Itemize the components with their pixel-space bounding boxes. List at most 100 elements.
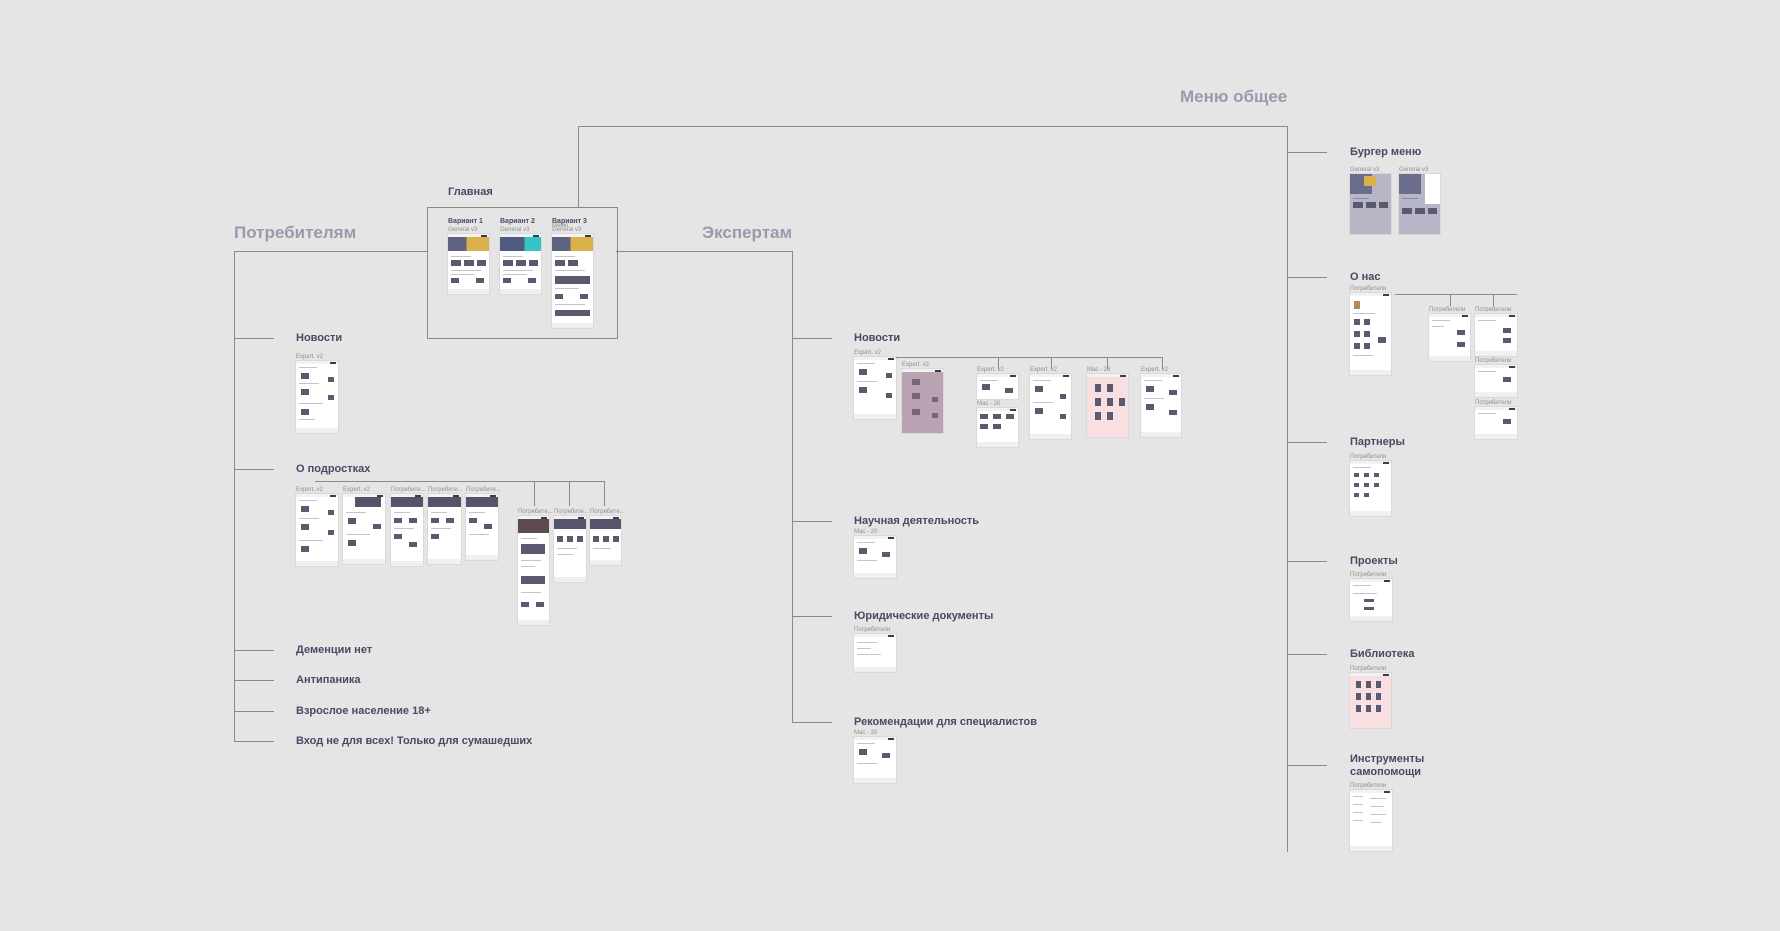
menu-partners-thumbnail[interactable] xyxy=(1350,461,1391,516)
connector xyxy=(234,469,274,470)
connector xyxy=(234,650,274,651)
experts-news-tag-6: Expert. v2 xyxy=(1141,367,1169,373)
teens-sub-tag-2: Потребите... xyxy=(554,509,589,515)
connector xyxy=(792,616,832,617)
connector xyxy=(234,251,235,742)
connector xyxy=(234,741,274,742)
section-title-consumers: Потребителям xyxy=(234,223,357,242)
teens-sub-tag-1: Потребите... xyxy=(518,509,553,515)
connector xyxy=(792,338,832,339)
menu-library-thumbnail[interactable] xyxy=(1350,673,1391,728)
menu-about-sub-tag-4: Потребители xyxy=(1475,400,1512,406)
connector xyxy=(1287,152,1327,153)
experts-news-thumbnail-2[interactable] xyxy=(902,369,943,433)
home-variant-1: Вариант 1 xyxy=(448,218,483,225)
menu-projects-tag: Потребители xyxy=(1350,572,1387,578)
connector xyxy=(792,722,832,723)
experts-legal[interactable]: Юридические документы xyxy=(854,610,994,622)
menu-about[interactable]: О нас xyxy=(1350,271,1381,283)
experts-news-sub-tag: Mac - 20 xyxy=(977,401,1001,407)
menu-burger-thumbnail-1[interactable] xyxy=(1350,174,1391,234)
connector xyxy=(792,521,832,522)
menu-burger-tag-2: General v3 xyxy=(1399,167,1429,173)
teens-sub-tag-3: Потребите... xyxy=(590,509,625,515)
connector xyxy=(1287,277,1327,278)
menu-tools-tag: Потребители xyxy=(1350,783,1387,789)
experts-news-thumbnail-4[interactable] xyxy=(977,408,1018,447)
menu-library-tag: Потребители xyxy=(1350,666,1387,672)
consumers-news-thumbnail[interactable] xyxy=(296,361,338,433)
home-variant-1-tag: General v3 xyxy=(448,227,478,233)
experts-news-thumbnail-1[interactable] xyxy=(854,357,896,419)
experts-news-tag-3: Expert. v2 xyxy=(977,367,1005,373)
connector xyxy=(1107,357,1108,369)
teens-thumbnail-4[interactable] xyxy=(428,494,461,564)
consumers-dementia[interactable]: Деменции нет xyxy=(296,644,373,656)
consumers-antipanic[interactable]: Антипаника xyxy=(296,674,361,686)
menu-projects-thumbnail[interactable] xyxy=(1350,579,1392,621)
teens-sub-thumbnail-2[interactable] xyxy=(554,516,586,582)
menu-about-tag: Потребители xyxy=(1350,286,1387,292)
menu-tools[interactable]: Инструменты самопомощи xyxy=(1350,753,1425,778)
menu-projects[interactable]: Проекты xyxy=(1350,555,1398,567)
teens-thumbnail-3[interactable] xyxy=(391,494,423,566)
experts-news-thumbnail-5[interactable] xyxy=(1030,374,1071,439)
menu-tools-thumbnail[interactable] xyxy=(1350,790,1392,851)
experts-legal-thumbnail[interactable] xyxy=(854,634,896,672)
connector xyxy=(1162,357,1163,369)
connector xyxy=(1287,442,1327,443)
menu-about-thumbnail[interactable] xyxy=(1350,293,1391,375)
home-variant-3-extra: Меню xyxy=(552,223,569,229)
home-variant-3: Вариант 3 xyxy=(552,218,587,225)
connector xyxy=(315,481,605,482)
menu-about-sub-tag-3: Потребители xyxy=(1475,358,1512,364)
experts-recommendations-tag: Mac - 32 xyxy=(854,730,878,736)
menu-library[interactable]: Библиотека xyxy=(1350,648,1415,660)
experts-news-tag-4: Expert. v2 xyxy=(1030,367,1058,373)
experts-news-tag-1: Expert. v2 xyxy=(854,350,882,356)
teens-sub-thumbnail-3[interactable] xyxy=(590,516,621,565)
connector xyxy=(1287,561,1327,562)
connector xyxy=(234,338,274,339)
consumers-adults[interactable]: Взрослое население 18+ xyxy=(296,705,431,717)
teens-thumbnail-5[interactable] xyxy=(466,494,498,560)
home-variant-1-thumbnail[interactable] xyxy=(448,234,489,294)
connector xyxy=(1287,654,1327,655)
experts-science-thumbnail[interactable] xyxy=(854,536,896,578)
menu-burger-tag-1: General v3 xyxy=(1350,167,1380,173)
connector xyxy=(893,357,1163,358)
menu-about-sub-tag-1: Потребители xyxy=(1429,307,1466,313)
consumers-madmen[interactable]: Вход не для всех! Только для сумашедших xyxy=(296,735,533,747)
home-variant-3-thumbnail[interactable] xyxy=(552,234,593,328)
teens-thumbnail-2[interactable] xyxy=(343,494,385,564)
teens-tag-1: Expert. v2 xyxy=(296,487,324,493)
experts-recommendations[interactable]: Рекомендации для специалистов xyxy=(854,716,1038,728)
menu-about-sub-thumbnail-4[interactable] xyxy=(1475,407,1517,439)
experts-news[interactable]: Новости xyxy=(854,332,901,344)
experts-science[interactable]: Научная деятельность xyxy=(854,515,980,527)
consumers-news[interactable]: Новости xyxy=(296,332,343,344)
experts-news-thumbnail-7[interactable] xyxy=(1141,374,1181,437)
home-variant-3-tag: General v3 xyxy=(552,227,582,233)
experts-news-thumbnail-3[interactable] xyxy=(977,374,1018,399)
connector xyxy=(234,680,274,681)
menu-partners[interactable]: Партнеры xyxy=(1350,436,1405,448)
teens-thumbnail-1[interactable] xyxy=(296,494,338,566)
consumers-teens[interactable]: О подростках xyxy=(296,463,371,475)
menu-burger[interactable]: Бургер меню xyxy=(1350,146,1422,158)
experts-news-thumbnail-6[interactable] xyxy=(1087,374,1128,437)
menu-about-sub-tag-2: Потребители xyxy=(1475,307,1512,313)
connector xyxy=(578,126,1288,127)
experts-recommendations-thumbnail[interactable] xyxy=(854,737,896,783)
teens-tag-5: Потребите... xyxy=(466,487,501,493)
connector xyxy=(1493,294,1494,306)
teens-sub-thumbnail-1[interactable] xyxy=(518,516,549,625)
menu-about-sub-thumbnail-3[interactable] xyxy=(1475,365,1517,397)
menu-burger-thumbnail-2[interactable] xyxy=(1399,174,1440,234)
menu-about-sub-thumbnail-2[interactable] xyxy=(1475,314,1517,356)
connector xyxy=(578,126,579,207)
home-variant-2-thumbnail[interactable] xyxy=(500,234,541,294)
teens-tag-2: Expert. v2 xyxy=(343,487,371,493)
menu-about-sub-thumbnail-1[interactable] xyxy=(1429,314,1470,361)
